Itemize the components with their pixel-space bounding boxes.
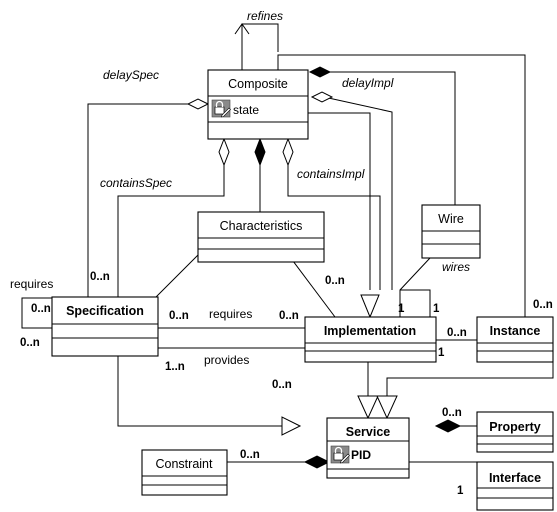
class-specification[interactable]: Specification: [51, 296, 159, 357]
mult-spec-requires: 0..n: [169, 310, 189, 322]
class-property[interactable]: Property: [476, 411, 554, 453]
composite-instance-line: [277, 54, 526, 317]
class-composite-name: Composite: [228, 77, 288, 91]
delayspec-aggregation-diamond: [186, 98, 210, 110]
containsimpl-aggregation-diamond: [282, 137, 294, 167]
mult-service-interface: 1: [457, 485, 464, 497]
lock-pencil-icon: [330, 445, 351, 464]
class-interface-name: Interface: [489, 471, 541, 485]
mult-impl-instance-right: 0..n: [447, 327, 467, 339]
wires-line-2: [400, 289, 431, 317]
label-containsimpl: containsImpl: [297, 167, 365, 181]
label-wires: wires: [442, 260, 470, 274]
containsimpl-line: [287, 165, 381, 290]
label-provides: provides: [204, 353, 249, 367]
instance-service-line: [386, 348, 554, 409]
wires-line: [399, 257, 431, 317]
class-characteristics[interactable]: Characteristics: [197, 211, 325, 263]
mult-instance-top: 0..n: [533, 299, 553, 311]
implementation-inheritance-triangle: [360, 294, 380, 319]
containsspec-line: [117, 165, 225, 297]
class-property-name: Property: [489, 420, 540, 434]
instance-service-triangle: [376, 395, 398, 420]
composite-implementation-line: [308, 112, 371, 290]
mult-impl-service: 0..n: [272, 379, 292, 391]
delayspec-line: [87, 103, 195, 298]
label-delayimpl: delayImpl: [342, 76, 394, 90]
mult-spec-provides: 1..n: [165, 361, 185, 373]
mult-wire-right: 1: [433, 303, 440, 315]
refines-arrowhead: [234, 23, 250, 35]
requires-self-loop: [21, 297, 52, 329]
mult-wire-left: 1: [398, 303, 405, 315]
characteristics-spec-line: [154, 252, 201, 299]
class-service[interactable]: Service PID: [326, 417, 410, 479]
class-interface[interactable]: Interface: [476, 461, 554, 511]
characteristics-composition-diamond: [254, 137, 266, 167]
class-implementation[interactable]: Implementation: [304, 316, 437, 363]
constraint-composition-diamond: [303, 455, 331, 469]
class-composite[interactable]: Composite state: [207, 69, 309, 140]
lock-pencil-icon: [211, 99, 232, 118]
service-interface-line: [407, 461, 477, 478]
composite-attribute-state: state: [233, 103, 259, 117]
mult-impl-requires: 0..n: [279, 310, 299, 322]
delayimpl-line: [323, 96, 393, 290]
label-requires: requires: [209, 307, 252, 321]
class-instance-name: Instance: [490, 324, 541, 338]
containsspec-aggregation-diamond: [218, 137, 230, 167]
specification-service-triangle: [281, 416, 302, 436]
label-containsspec: containsSpec: [100, 176, 172, 190]
refines-loop: [241, 23, 279, 70]
class-constraint-name: Constraint: [156, 457, 213, 471]
delayimpl-aggregation-diamond: [310, 91, 334, 103]
mult-requires-self-top: 0..n: [31, 303, 51, 315]
mult-impl-instance-left: 1: [438, 347, 445, 359]
label-delayspec: delaySpec: [103, 68, 159, 82]
class-constraint[interactable]: Constraint: [141, 449, 228, 496]
label-requires-self: requires: [10, 277, 53, 291]
class-characteristics-name: Characteristics: [220, 219, 303, 233]
mult-service-property: 0..n: [442, 407, 462, 419]
class-implementation-name: Implementation: [324, 324, 416, 338]
class-specification-name: Specification: [66, 304, 144, 318]
mult-spec-contains: 0..n: [90, 271, 110, 283]
mult-constraint-service: 0..n: [240, 449, 260, 461]
composite-wire-line: [330, 71, 456, 205]
label-refines: refines: [247, 9, 283, 23]
class-instance[interactable]: Instance: [476, 316, 554, 363]
property-composition-diamond: [434, 419, 462, 433]
class-wire[interactable]: Wire: [421, 204, 481, 259]
class-wire-name: Wire: [438, 212, 464, 226]
service-attribute-pid: PID: [351, 448, 371, 462]
characteristics-impl-line: [286, 252, 336, 318]
wire-composition-diamond: [308, 66, 332, 78]
class-service-name: Service: [346, 425, 391, 439]
implementation-service-triangle: [357, 395, 379, 420]
mult-requires-self-bottom: 0..n: [20, 337, 40, 349]
mult-impl-contains: 0..n: [325, 275, 345, 287]
specification-service-line: [117, 356, 300, 427]
